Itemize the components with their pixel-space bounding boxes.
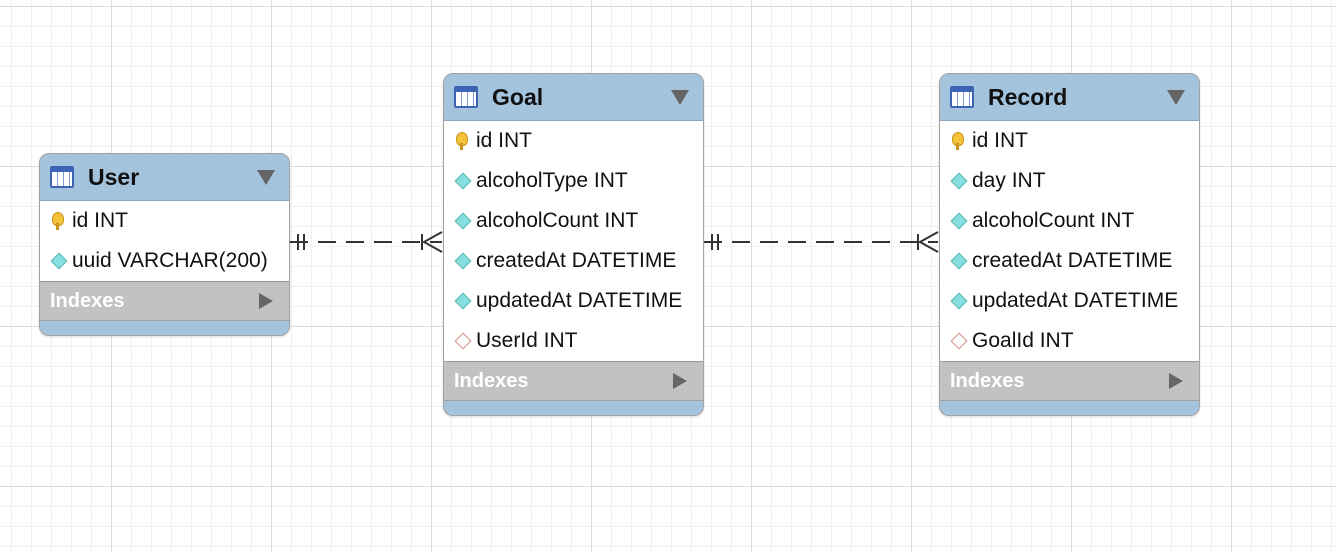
column-icon — [950, 211, 966, 231]
column-label: GoalId INT — [972, 329, 1074, 352]
table-name: User — [88, 163, 140, 190]
column-label: day INT — [972, 169, 1046, 192]
column-icon — [950, 171, 966, 191]
indexes-section[interactable]: Indexes — [40, 282, 289, 321]
table-user[interactable]: User id INT uuid VARCHAR(200) Indexes — [39, 153, 290, 336]
column-icon — [950, 291, 966, 311]
column-row[interactable]: alcoholType INT — [444, 161, 703, 201]
column-list: id INT day INT alcoholCount INT createdA… — [940, 121, 1199, 362]
table-header[interactable]: Record — [940, 74, 1199, 121]
column-label: alcoholCount INT — [972, 209, 1135, 232]
column-label: id INT — [972, 129, 1029, 152]
column-label: alcoholCount INT — [476, 209, 639, 232]
column-label: createdAt DATETIME — [972, 249, 1173, 272]
primary-key-icon — [950, 131, 966, 151]
foreign-key-icon — [454, 331, 470, 351]
column-icon — [454, 291, 470, 311]
column-row[interactable]: createdAt DATETIME — [444, 241, 703, 281]
column-row[interactable]: alcoholCount INT — [940, 201, 1199, 241]
indexes-label: Indexes — [950, 369, 1025, 392]
table-goal[interactable]: Goal id INT alcoholType INT alcoholCount… — [443, 73, 704, 416]
column-row[interactable]: updatedAt DATETIME — [444, 281, 703, 321]
indexes-label: Indexes — [50, 289, 125, 312]
table-record[interactable]: Record id INT day INT alcoholCount INT c… — [939, 73, 1200, 416]
table-footer — [940, 401, 1199, 415]
column-label: id INT — [476, 129, 533, 152]
table-icon — [454, 86, 478, 108]
indexes-section[interactable]: Indexes — [444, 362, 703, 401]
column-label: updatedAt DATETIME — [972, 289, 1179, 312]
column-label: updatedAt DATETIME — [476, 289, 683, 312]
relationship-goal-record[interactable] — [704, 231, 939, 253]
collapse-triangle-icon[interactable] — [671, 90, 689, 105]
collapse-triangle-icon[interactable] — [1167, 90, 1185, 105]
column-row[interactable]: updatedAt DATETIME — [940, 281, 1199, 321]
indexes-section[interactable]: Indexes — [940, 362, 1199, 401]
column-label: alcoholType INT — [476, 169, 628, 192]
column-label: UserId INT — [476, 329, 578, 352]
column-row[interactable]: createdAt DATETIME — [940, 241, 1199, 281]
table-icon — [50, 166, 74, 188]
indexes-label: Indexes — [454, 369, 529, 392]
table-footer — [40, 321, 289, 335]
table-icon — [950, 86, 974, 108]
column-label: createdAt DATETIME — [476, 249, 677, 272]
column-icon — [950, 251, 966, 271]
table-name: Record — [988, 83, 1068, 110]
column-list: id INT uuid VARCHAR(200) — [40, 201, 289, 282]
table-header[interactable]: User — [40, 154, 289, 201]
primary-key-icon — [454, 131, 470, 151]
column-row[interactable]: uuid VARCHAR(200) — [40, 241, 289, 281]
expand-triangle-icon[interactable] — [673, 373, 687, 389]
column-row[interactable]: day INT — [940, 161, 1199, 201]
column-row[interactable]: id INT — [444, 121, 703, 161]
column-row[interactable]: id INT — [40, 201, 289, 241]
column-label: uuid VARCHAR(200) — [72, 249, 268, 272]
primary-key-icon — [50, 211, 66, 231]
table-footer — [444, 401, 703, 415]
collapse-triangle-icon[interactable] — [257, 170, 275, 185]
column-row[interactable]: id INT — [940, 121, 1199, 161]
foreign-key-icon — [950, 331, 966, 351]
expand-triangle-icon[interactable] — [259, 293, 273, 309]
relationship-user-goal[interactable] — [290, 231, 443, 253]
column-row[interactable]: GoalId INT — [940, 321, 1199, 361]
table-header[interactable]: Goal — [444, 74, 703, 121]
column-row[interactable]: UserId INT — [444, 321, 703, 361]
column-icon — [454, 251, 470, 271]
column-icon — [454, 171, 470, 191]
column-list: id INT alcoholType INT alcoholCount INT … — [444, 121, 703, 362]
table-name: Goal — [492, 83, 544, 110]
column-icon — [50, 251, 66, 271]
column-row[interactable]: alcoholCount INT — [444, 201, 703, 241]
column-icon — [454, 211, 470, 231]
expand-triangle-icon[interactable] — [1169, 373, 1183, 389]
column-label: id INT — [72, 209, 129, 232]
